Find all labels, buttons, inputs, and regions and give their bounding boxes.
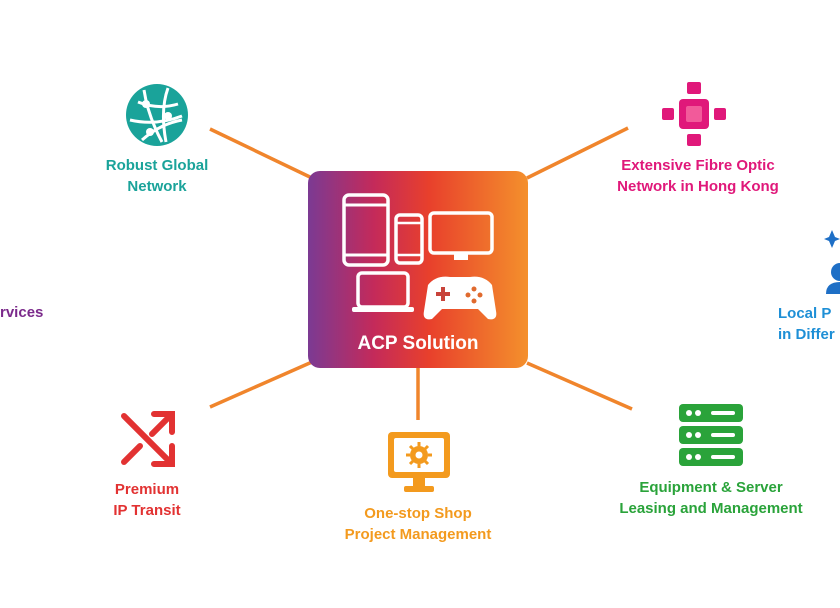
connector-fibre-optic <box>526 126 629 180</box>
node-local-presence-label: Local P in Differ <box>778 305 835 343</box>
hub-title: ACP Solution <box>357 333 479 354</box>
shuffle-arrows-icon <box>121 411 175 467</box>
connector-global-network <box>209 127 313 180</box>
fibre-cross-icon <box>662 82 726 146</box>
node-global-network-label: Robust Global Network <box>105 157 209 195</box>
node-services-label: rvices <box>0 304 44 321</box>
connector-equipment-leasing <box>526 361 633 411</box>
connector-ip-transit <box>209 360 313 409</box>
person-sparkle-icon <box>824 230 840 294</box>
node-project-mgmt-label: One-stop Shop Project Management <box>344 505 492 543</box>
acp-solution-hub: ACP Solution <box>308 171 528 368</box>
server-rack-icon <box>679 404 743 466</box>
globe-icon <box>126 84 188 146</box>
devices-icon <box>342 193 497 320</box>
monitor-gear-icon <box>388 432 450 492</box>
node-equipment-leasing-label: Equipment & Server Leasing and Managemen… <box>619 479 803 517</box>
node-ip-transit-label: Premium IP Transit <box>113 481 181 519</box>
node-fibre-optic-label: Extensive Fibre Optic Network in Hong Ko… <box>617 157 779 195</box>
